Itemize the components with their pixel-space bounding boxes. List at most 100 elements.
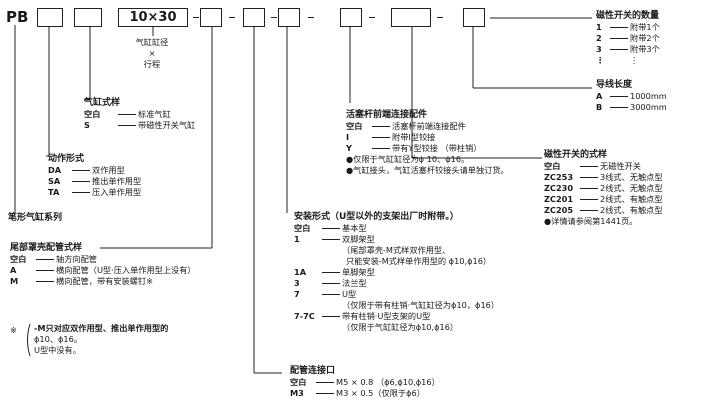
separator-dash <box>271 17 277 18</box>
option-code: 7 <box>294 289 300 299</box>
mount-box <box>278 8 300 27</box>
action-type-box <box>37 8 63 27</box>
option-code: 1A <box>294 267 307 277</box>
option-code: Y <box>346 143 352 153</box>
option-desc: 活塞杆前端连接配件 <box>392 121 466 131</box>
option-code: 1 <box>596 22 602 32</box>
mounting-title: 安装形式（U型以外的支架出厂时附带。） <box>294 212 459 222</box>
mounting-group: 安装形式（U型以外的支架出厂时附带。） 空白 基本型 1 双脚架型 （尾部罩壳-M式… <box>294 212 499 333</box>
option-code: B <box>596 102 603 112</box>
option-desc: 单脚架型 <box>342 267 375 277</box>
option-desc: 2线式、无触点型 <box>600 183 663 193</box>
separator-dash <box>193 17 199 18</box>
rod-note: ●仅限于气缸缸径为ϕ 10、ϕ16。 <box>346 154 470 164</box>
option-desc: 附带1个 <box>630 22 660 32</box>
note-mark: ※ <box>10 325 17 335</box>
option-desc: 双作用型 <box>92 165 125 175</box>
note-line: -M只对应双作用型、推出单作用型的 <box>34 323 169 333</box>
option-note: （尾部罩壳-M式样双作用型、 <box>342 245 451 255</box>
separator-dash <box>369 17 375 18</box>
bore-label: 气缸缸径 <box>135 37 169 47</box>
option-code: 3 <box>596 44 602 54</box>
action-type-title: 动作形式 <box>48 154 85 164</box>
option-desc: 带有柱销·U型支架的U型 <box>342 311 431 321</box>
option-code: ZC253 <box>544 172 574 182</box>
option-code: 空白 <box>84 109 101 119</box>
cylinder-style-title: 气缸式样 <box>84 98 121 108</box>
option-code: ZC230 <box>544 183 574 193</box>
option-code: A <box>10 265 17 275</box>
lead-length-title: 导线长度 <box>596 80 633 90</box>
port-title: 配管连接口 <box>290 366 336 376</box>
separator-dash <box>229 17 235 18</box>
switch-note: ●详情请参阅第1441页。 <box>544 216 638 226</box>
times-sign: × <box>148 48 156 58</box>
option-code: 2 <box>596 33 602 43</box>
option-code: 3 <box>294 278 300 288</box>
option-code: ZC205 <box>544 205 574 215</box>
option-code: M <box>10 276 19 286</box>
option-code: S <box>84 120 90 130</box>
option-desc: U型 <box>342 289 357 299</box>
port-box <box>243 8 265 27</box>
option-desc: 双脚架型 <box>342 234 375 244</box>
option-code: 空白 <box>290 377 307 387</box>
switch-model-title: 磁性开关的式样 <box>544 150 608 160</box>
rod-end-title: 活塞杆前端连接配件 <box>346 110 428 120</box>
option-desc: 基本型 <box>342 223 367 233</box>
option-code: TA <box>48 187 60 197</box>
option-code: SA <box>48 176 61 186</box>
tail-note: -M只对应双作用型、推出单作用型的 ϕ10、ϕ16。 U型中没有。 <box>34 323 168 356</box>
note-line: U型中没有。 <box>34 345 81 355</box>
series-prefix: PB <box>6 8 29 26</box>
option-desc: 附带2个 <box>630 33 660 43</box>
tail-piping-box <box>200 8 222 27</box>
note-line: ϕ10、ϕ16。 <box>34 334 83 344</box>
option-desc: ⋮ <box>630 55 639 65</box>
option-desc: 1000mm <box>630 91 667 101</box>
option-desc: M3 × 0.5（仅限于ϕ6） <box>336 388 425 398</box>
option-code: ZC201 <box>544 194 574 204</box>
stroke-label: 行程 <box>143 59 161 69</box>
option-code: 空白 <box>346 121 363 131</box>
option-code: 空白 <box>10 254 27 264</box>
option-desc: M5 × 0.8 （ϕ6,ϕ10,ϕ16） <box>336 377 440 387</box>
option-note: （仅限于带有柱销·气缸缸径为ϕ10，ϕ16） <box>342 300 500 310</box>
option-code: 空白 <box>544 161 561 171</box>
option-desc: 标准气缸 <box>138 109 171 119</box>
option-desc: 附带I型铰接 <box>392 132 436 142</box>
action-type-group: 动作形式 DA 双作用型 SA 推出单作用型 TA 压入单作用型 <box>48 154 141 198</box>
option-desc: 横向配管，带有安装螺钉※ <box>56 276 153 286</box>
cylinder-style-group: 气缸式样 空白 标准气缸 S 带磁性开关气缸 <box>84 98 195 131</box>
option-code: A <box>596 91 603 101</box>
tail-piping-group: 尾部罩壳配管式样 空白 轴方向配管 A 横向配管（U型·压入单作用型上没有） M 横向… <box>10 243 196 287</box>
bore-stroke-legend: 气缸缸径 × 行程 <box>126 37 178 70</box>
option-desc: 无磁性开关 <box>600 161 641 171</box>
option-code: 1 <box>294 234 300 244</box>
rod-end-box <box>340 8 362 27</box>
separator-dash <box>308 17 314 18</box>
bore-stroke-box: 10×30 <box>118 8 188 27</box>
option-code: 7-7C <box>294 311 315 321</box>
option-desc: 带磁性开关气缸 <box>138 120 196 130</box>
option-desc: 推出单作用型 <box>92 176 142 186</box>
cylinder-style-box <box>74 8 102 27</box>
option-desc: 轴方向配管 <box>56 254 97 264</box>
option-note: （仅限于气缸缸径为ϕ10,ϕ16） <box>342 322 459 332</box>
option-desc: 压入单作用型 <box>92 187 142 197</box>
option-desc: 2线式、有触点型 <box>600 205 663 215</box>
tail-piping-title: 尾部罩壳配管式样 <box>10 243 83 253</box>
option-code: 空白 <box>294 223 311 233</box>
option-code: I <box>346 132 350 142</box>
option-desc: 横向配管（U型·压入单作用型上没有） <box>56 265 196 275</box>
switch-model-box <box>391 8 431 27</box>
option-desc: 带有Y型铰接 （带柱销） <box>392 143 482 153</box>
bore-stroke-code: 10×30 <box>129 10 177 25</box>
option-code: DA <box>48 165 62 175</box>
option-desc: 法兰型 <box>342 278 367 288</box>
